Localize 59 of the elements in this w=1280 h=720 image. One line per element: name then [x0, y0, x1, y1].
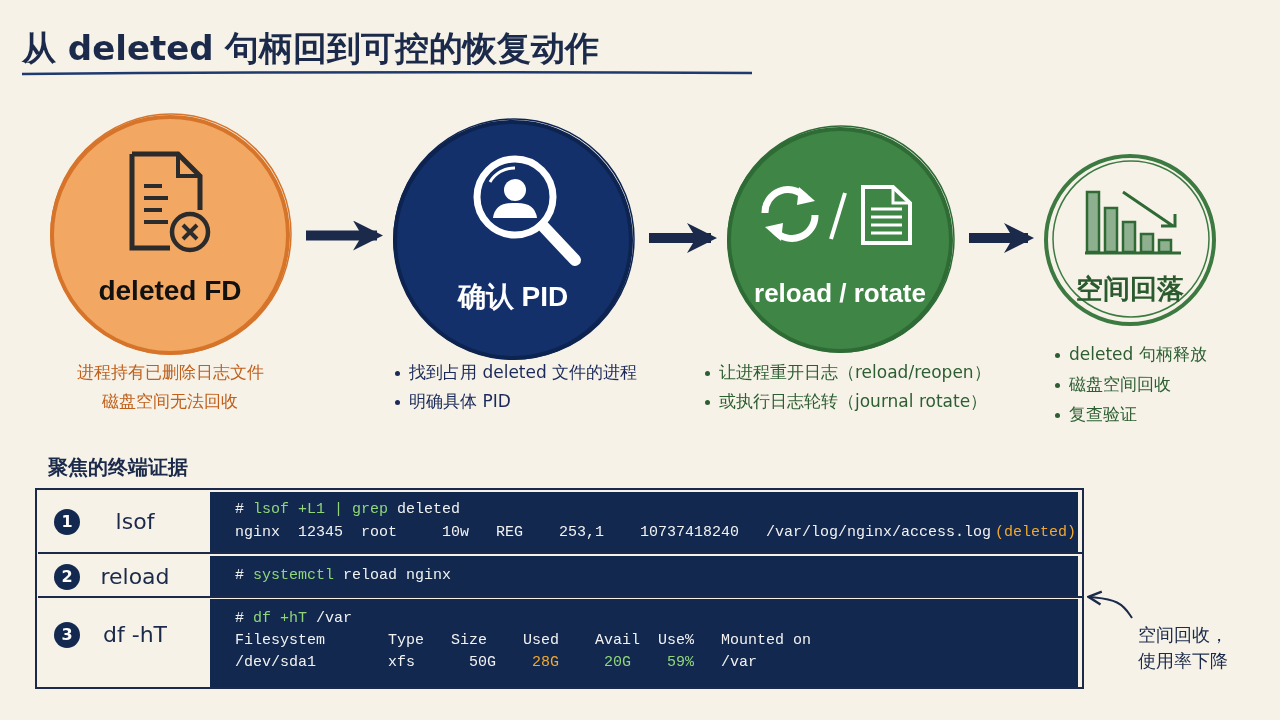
table-frame: [35, 488, 1084, 689]
terminal-text: 10737418240: [640, 523, 740, 543]
terminal-text: 10w: [442, 523, 469, 543]
step-title: 确认 PID: [456, 280, 570, 315]
terminal-text: Type: [388, 631, 424, 651]
command-name: lsof: [114, 510, 156, 534]
flow-arrow: [649, 223, 717, 253]
flow-arrow: [969, 223, 1034, 253]
curved-arrow: [1087, 590, 1133, 619]
terminal-text: 20G: [604, 653, 631, 673]
bullet-text: deleted 句柄释放: [1069, 343, 1207, 366]
terminal-text: #: [235, 609, 244, 629]
step-number-badge: 2: [54, 564, 80, 590]
terminal-text: systemctl: [253, 566, 334, 586]
terminal-text: Filesystem: [235, 631, 325, 651]
step-number-badge: 3: [54, 622, 80, 648]
section-heading: 聚焦的终端证据: [48, 454, 188, 480]
command-name: reload: [99, 565, 171, 589]
terminal-text: #: [235, 500, 244, 520]
title: 从 deleted 句柄回到可控的恢复动作: [22, 27, 600, 70]
terminal-text: root: [361, 523, 397, 543]
bullet-text: 复查验证: [1069, 403, 1137, 426]
step-title: reload / rotate: [753, 277, 927, 309]
step-note: 进程持有已删除日志文件: [75, 361, 265, 384]
terminal-text: /var/log/nginx/access.log: [766, 523, 992, 543]
terminal-text: /var: [316, 609, 352, 629]
terminal-text: 59%: [667, 653, 694, 673]
bullet-text: 或执行日志轮转（journal rotate）: [719, 390, 988, 413]
terminal-text: deleted: [397, 500, 460, 520]
terminal-text: Use%: [658, 631, 694, 651]
note-text: 空间回收，使用率下降: [1137, 623, 1228, 673]
terminal-text: /dev/sda1: [235, 653, 316, 673]
terminal-text: /var: [721, 653, 757, 673]
step-number-badge: 1: [54, 509, 80, 535]
step-title: deleted FD: [97, 275, 243, 308]
step-note: 磁盘空间无法回收: [101, 390, 239, 413]
terminal-text: Avail: [595, 631, 640, 651]
terminal-text: 50G: [469, 653, 496, 673]
step-title: 空间回落: [1075, 273, 1185, 307]
terminal-text: df +hT: [253, 609, 307, 629]
bullet-text: 让进程重开日志（reload/reopen）: [719, 361, 991, 384]
bullet-text: 明确具体 PID: [409, 390, 511, 413]
bullet-text: 找到占用 deleted 文件的进程: [409, 361, 638, 384]
terminal-text: 253,1: [559, 523, 604, 543]
terminal-text: REG: [496, 523, 523, 543]
terminal-text: reload nginx: [343, 566, 452, 586]
terminal-text: Used: [523, 631, 559, 651]
terminal-text: #: [235, 566, 244, 586]
flow-arrow: [306, 220, 383, 251]
terminal-text: Mounted on: [721, 631, 811, 651]
terminal-text: 12345: [298, 523, 343, 543]
terminal-text: xfs: [388, 653, 415, 673]
command-name: df -hT: [102, 623, 168, 647]
bullet-text: 磁盘空间回收: [1069, 373, 1171, 396]
terminal-text: nginx: [235, 523, 280, 543]
terminal-text: Size: [451, 631, 487, 651]
terminal-text: 28G: [532, 653, 559, 673]
terminal-text: lsof +L1 | grep: [253, 500, 389, 520]
terminal-text: (deleted): [995, 523, 1076, 543]
